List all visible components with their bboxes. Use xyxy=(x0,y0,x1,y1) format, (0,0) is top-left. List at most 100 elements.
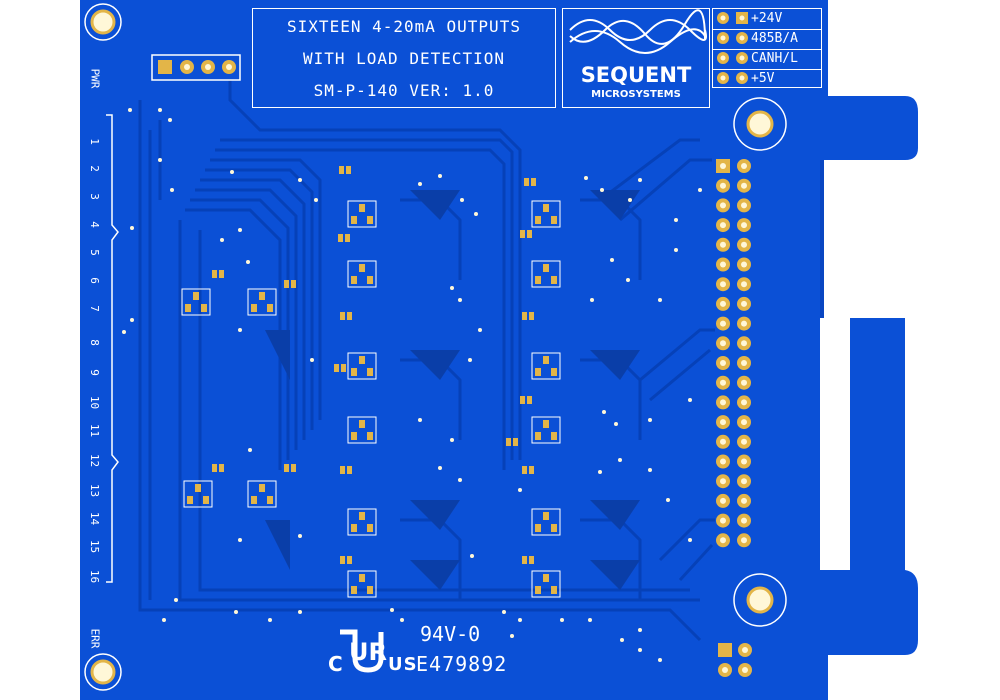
smd-pad xyxy=(219,270,224,278)
led-label: 8 xyxy=(87,339,101,346)
via xyxy=(314,198,318,202)
via xyxy=(246,260,250,264)
smd-pad xyxy=(527,230,532,238)
via xyxy=(158,108,162,112)
via xyxy=(470,554,474,558)
smd-pad xyxy=(506,438,511,446)
cert-file: E479892 xyxy=(416,652,508,676)
via xyxy=(450,438,454,442)
via xyxy=(610,258,614,262)
component-outline xyxy=(347,352,377,380)
smd-pad xyxy=(195,484,201,492)
via xyxy=(518,488,522,492)
smd-pad xyxy=(367,524,373,532)
via xyxy=(238,328,242,332)
via xyxy=(248,448,252,452)
via xyxy=(614,422,618,426)
component-outline xyxy=(347,508,377,536)
smd-pad xyxy=(291,464,296,472)
via xyxy=(220,238,224,242)
smd-pad xyxy=(201,304,207,312)
smd-pad xyxy=(284,464,289,472)
smd-pad xyxy=(351,586,357,594)
pin-hole xyxy=(720,15,726,21)
pin-hole xyxy=(741,163,747,169)
via xyxy=(688,538,692,542)
title-line-2: WITH LOAD DETECTION xyxy=(302,49,506,68)
component-outline xyxy=(531,416,561,444)
via xyxy=(698,188,702,192)
pin-hole xyxy=(720,261,726,268)
led-label: 6 xyxy=(87,277,101,284)
via xyxy=(438,174,442,178)
component-outline xyxy=(181,288,211,316)
smd-pad xyxy=(543,420,549,428)
via xyxy=(584,176,588,180)
smd-pad xyxy=(359,420,365,428)
cert-c: C xyxy=(328,652,343,676)
pin-hole xyxy=(720,458,726,465)
via xyxy=(674,248,678,252)
component-outline xyxy=(347,570,377,598)
smd-pad xyxy=(291,280,296,288)
smd-pad xyxy=(520,230,525,238)
pin-hole xyxy=(720,419,726,426)
pin-hole xyxy=(739,35,745,41)
pin-hole xyxy=(720,182,726,189)
pin-hole xyxy=(720,300,726,307)
pin-hole xyxy=(739,55,745,61)
title-line-1: SIXTEEN 4-20mA OUTPUTS xyxy=(287,17,521,36)
smd-pad xyxy=(543,204,549,212)
smd-pad xyxy=(341,364,346,372)
smd-pad xyxy=(351,276,357,284)
smd-pad xyxy=(359,512,365,520)
smd-pad xyxy=(338,234,343,242)
copper-areas xyxy=(265,190,640,590)
smd-pad xyxy=(267,304,273,312)
led-label: ERR xyxy=(88,628,102,649)
pad-group xyxy=(181,166,561,598)
led-label: 9 xyxy=(87,369,101,376)
label-can: CANH/L xyxy=(751,51,798,66)
via xyxy=(560,618,564,622)
logo-sub: MICROSYSTEMS xyxy=(591,89,681,100)
component-outline xyxy=(531,570,561,598)
smd-pad xyxy=(522,556,527,564)
component-outline xyxy=(347,260,377,288)
smd-pad xyxy=(527,396,532,404)
via xyxy=(158,158,162,162)
smd-pad xyxy=(346,166,351,174)
component-outline xyxy=(183,480,213,508)
via xyxy=(626,278,630,282)
via xyxy=(310,358,314,362)
smd-pad xyxy=(535,216,541,224)
via xyxy=(600,188,604,192)
smd-pad xyxy=(345,234,350,242)
via xyxy=(648,468,652,472)
smd-pad xyxy=(340,312,345,320)
smd-pad xyxy=(347,556,352,564)
pin-hole xyxy=(720,163,726,169)
mounting-hole-icon xyxy=(733,97,787,151)
led-label: 10 xyxy=(88,395,102,410)
via xyxy=(130,226,134,230)
via xyxy=(518,618,522,622)
smd-pad xyxy=(522,466,527,474)
smd-pad xyxy=(359,356,365,364)
component-outline xyxy=(247,288,277,316)
via xyxy=(128,108,132,112)
via xyxy=(460,198,464,202)
component-outline xyxy=(347,200,377,228)
via xyxy=(628,198,632,202)
via xyxy=(666,498,670,502)
pin-hole xyxy=(720,281,726,288)
component-outline xyxy=(531,260,561,288)
via xyxy=(230,170,234,174)
via xyxy=(468,358,472,362)
pin-hole xyxy=(739,15,745,21)
pin-hole xyxy=(741,537,747,544)
smd-pad xyxy=(259,484,265,492)
smd-pad xyxy=(347,312,352,320)
led-label: 3 xyxy=(87,193,101,200)
smd-pad xyxy=(551,368,557,376)
